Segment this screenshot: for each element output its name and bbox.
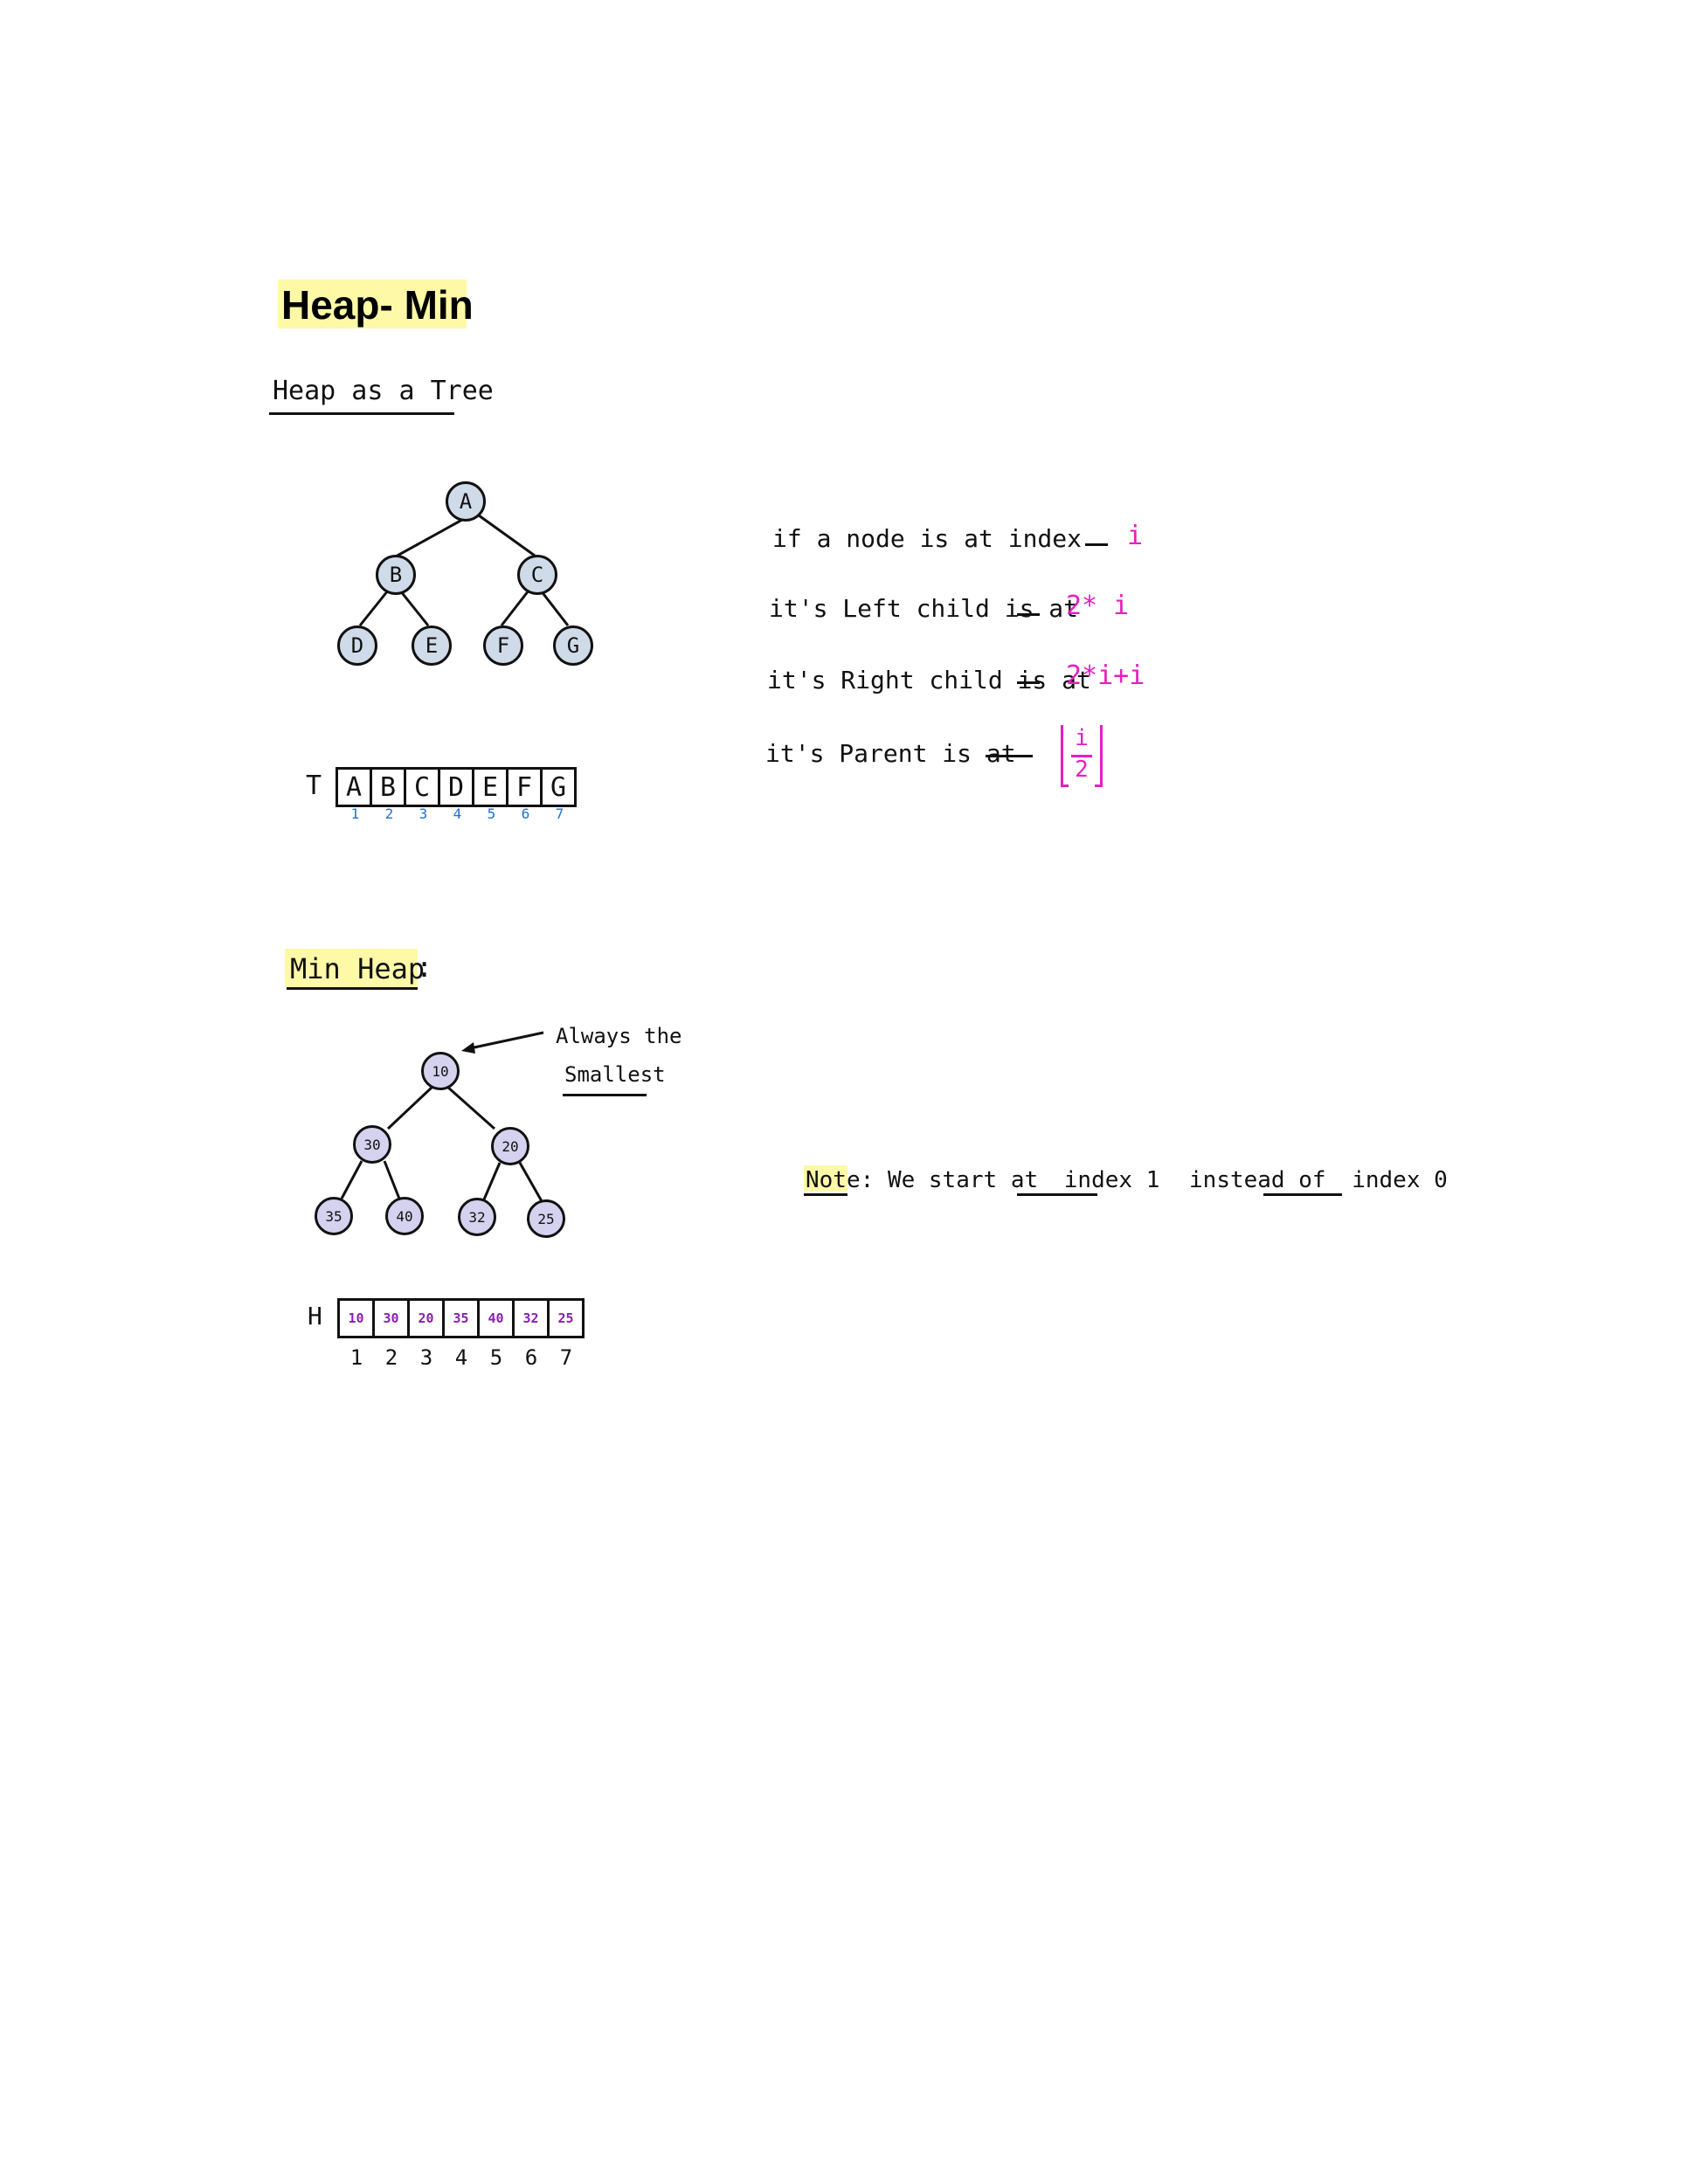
section-heading-highlight [285,949,418,987]
formula-parent-text: it's Parent is at [765,739,1016,768]
edge-20-25 [518,1162,543,1202]
array-h-label: H [308,1302,322,1330]
array-h-index: 6 [524,1345,538,1370]
tree-node-b: B [376,555,416,595]
edge-b-e [398,590,430,626]
tree-node-a: A [446,481,486,522]
array-h-cell: 30 [375,1301,410,1336]
fraction-numerator: i [1075,725,1089,751]
tree-node-d: D [337,625,377,666]
minheap-node-32: 32 [458,1198,496,1236]
array-t-cell: D [440,770,474,805]
formula-dash [1017,681,1040,684]
edge-30-35 [340,1160,363,1199]
edge-a-b [395,514,471,558]
formula-right-value: 2*i+i [1066,660,1145,691]
minheap-node-40: 40 [385,1197,424,1235]
edge-c-f [500,590,530,626]
array-t-index: 7 [555,805,564,822]
floor-bracket-right [1095,725,1103,787]
array-t-cell: E [474,770,508,805]
note-emphasis-2-underline [1263,1193,1342,1196]
section-heading-underline [269,412,454,415]
formula-dash [1085,543,1108,546]
array-h-cell: 35 [445,1301,480,1336]
section-heading-colon: : [416,950,433,984]
annotation-arrow-line [469,1031,544,1050]
minheap-node-20: 20 [491,1127,529,1165]
tree-node-g: G [553,625,593,666]
edge-10-20 [446,1085,495,1130]
fraction-bar [1071,755,1092,757]
array-t-index: 3 [419,805,428,822]
array-t-cell: G [550,771,567,803]
section-heading-minheap: Min Heap [290,952,425,985]
array-t-index: 1 [350,805,360,822]
array-t-label: T [306,771,322,801]
edge-30-40 [383,1160,401,1199]
note-line: Note: We start at index 1 instead of ind… [806,1167,1448,1193]
edge-c-g [539,590,570,626]
array-h-cell: 25 [557,1310,574,1326]
annotation-line2: Smallest [564,1062,666,1087]
array-t-index: 6 [521,805,530,822]
edge-20-32 [482,1162,502,1200]
array-h: 10 30 20 35 40 32 25 [337,1298,585,1338]
formula-left-value: 2* i [1066,591,1130,621]
array-t-index: 2 [384,805,394,822]
formula-index-text: if a node is at index [772,524,1083,553]
edge-a-c [478,514,536,557]
note-emphasis-2: index 0 [1352,1167,1448,1193]
title-highlight [278,280,467,328]
tree-node-e: E [412,625,452,666]
formula-right-text: it's Right child is at [767,666,1091,695]
annotation-arrow-head [461,1042,475,1054]
minheap-node-10: 10 [421,1052,460,1090]
array-h-cell: 20 [410,1301,445,1336]
annotation-line1: Always the [556,1024,682,1048]
array-h-index: 1 [349,1345,363,1370]
formula-dash [1017,613,1040,616]
floor-bracket-left [1061,725,1069,787]
array-h-index: 7 [559,1345,573,1370]
tree-node-c: C [517,555,557,595]
array-t-index: 4 [453,805,462,822]
note-label: Note: [806,1167,875,1193]
minheap-node-35: 35 [315,1197,353,1235]
section-heading-tree: Heap as a Tree [273,376,494,406]
array-t-cell: A [338,770,372,805]
minheap-node-25: 25 [527,1199,565,1238]
page-title: Heap- Min [281,282,474,328]
array-h-index: 3 [419,1345,433,1370]
formula-index-value: i [1127,521,1144,551]
array-t-cell: F [508,770,543,805]
note-text-2: instead of [1189,1167,1326,1193]
array-t-index: 5 [487,805,496,822]
tree-node-f: F [483,625,523,666]
edge-b-d [358,590,390,626]
note-highlight [804,1165,847,1192]
array-h-cell: 32 [515,1301,550,1336]
minheap-node-30: 30 [353,1125,391,1164]
note-emphasis-1-underline [1017,1193,1097,1196]
array-t-cell: C [406,770,440,805]
array-t: A B C D E F G [336,767,577,807]
array-h-cell: 40 [480,1301,515,1336]
note-label-underline [804,1193,847,1196]
note-text-1: We start at [887,1167,1039,1193]
formula-left-text: it's Left child is at [769,594,1079,623]
annotation-underline [563,1094,647,1096]
fraction-denominator: 2 [1075,757,1089,783]
array-t-cell: B [372,770,406,805]
array-h-index: 5 [489,1345,503,1370]
array-h-index: 4 [454,1345,468,1370]
section-heading-underline [287,987,418,990]
array-h-index: 2 [384,1345,398,1370]
array-h-cell: 10 [340,1301,375,1336]
formula-parent-floor: i 2 [1061,725,1103,787]
note-emphasis-1: index 1 [1063,1167,1160,1193]
edge-10-30 [386,1085,434,1130]
formula-dash [986,755,1033,757]
